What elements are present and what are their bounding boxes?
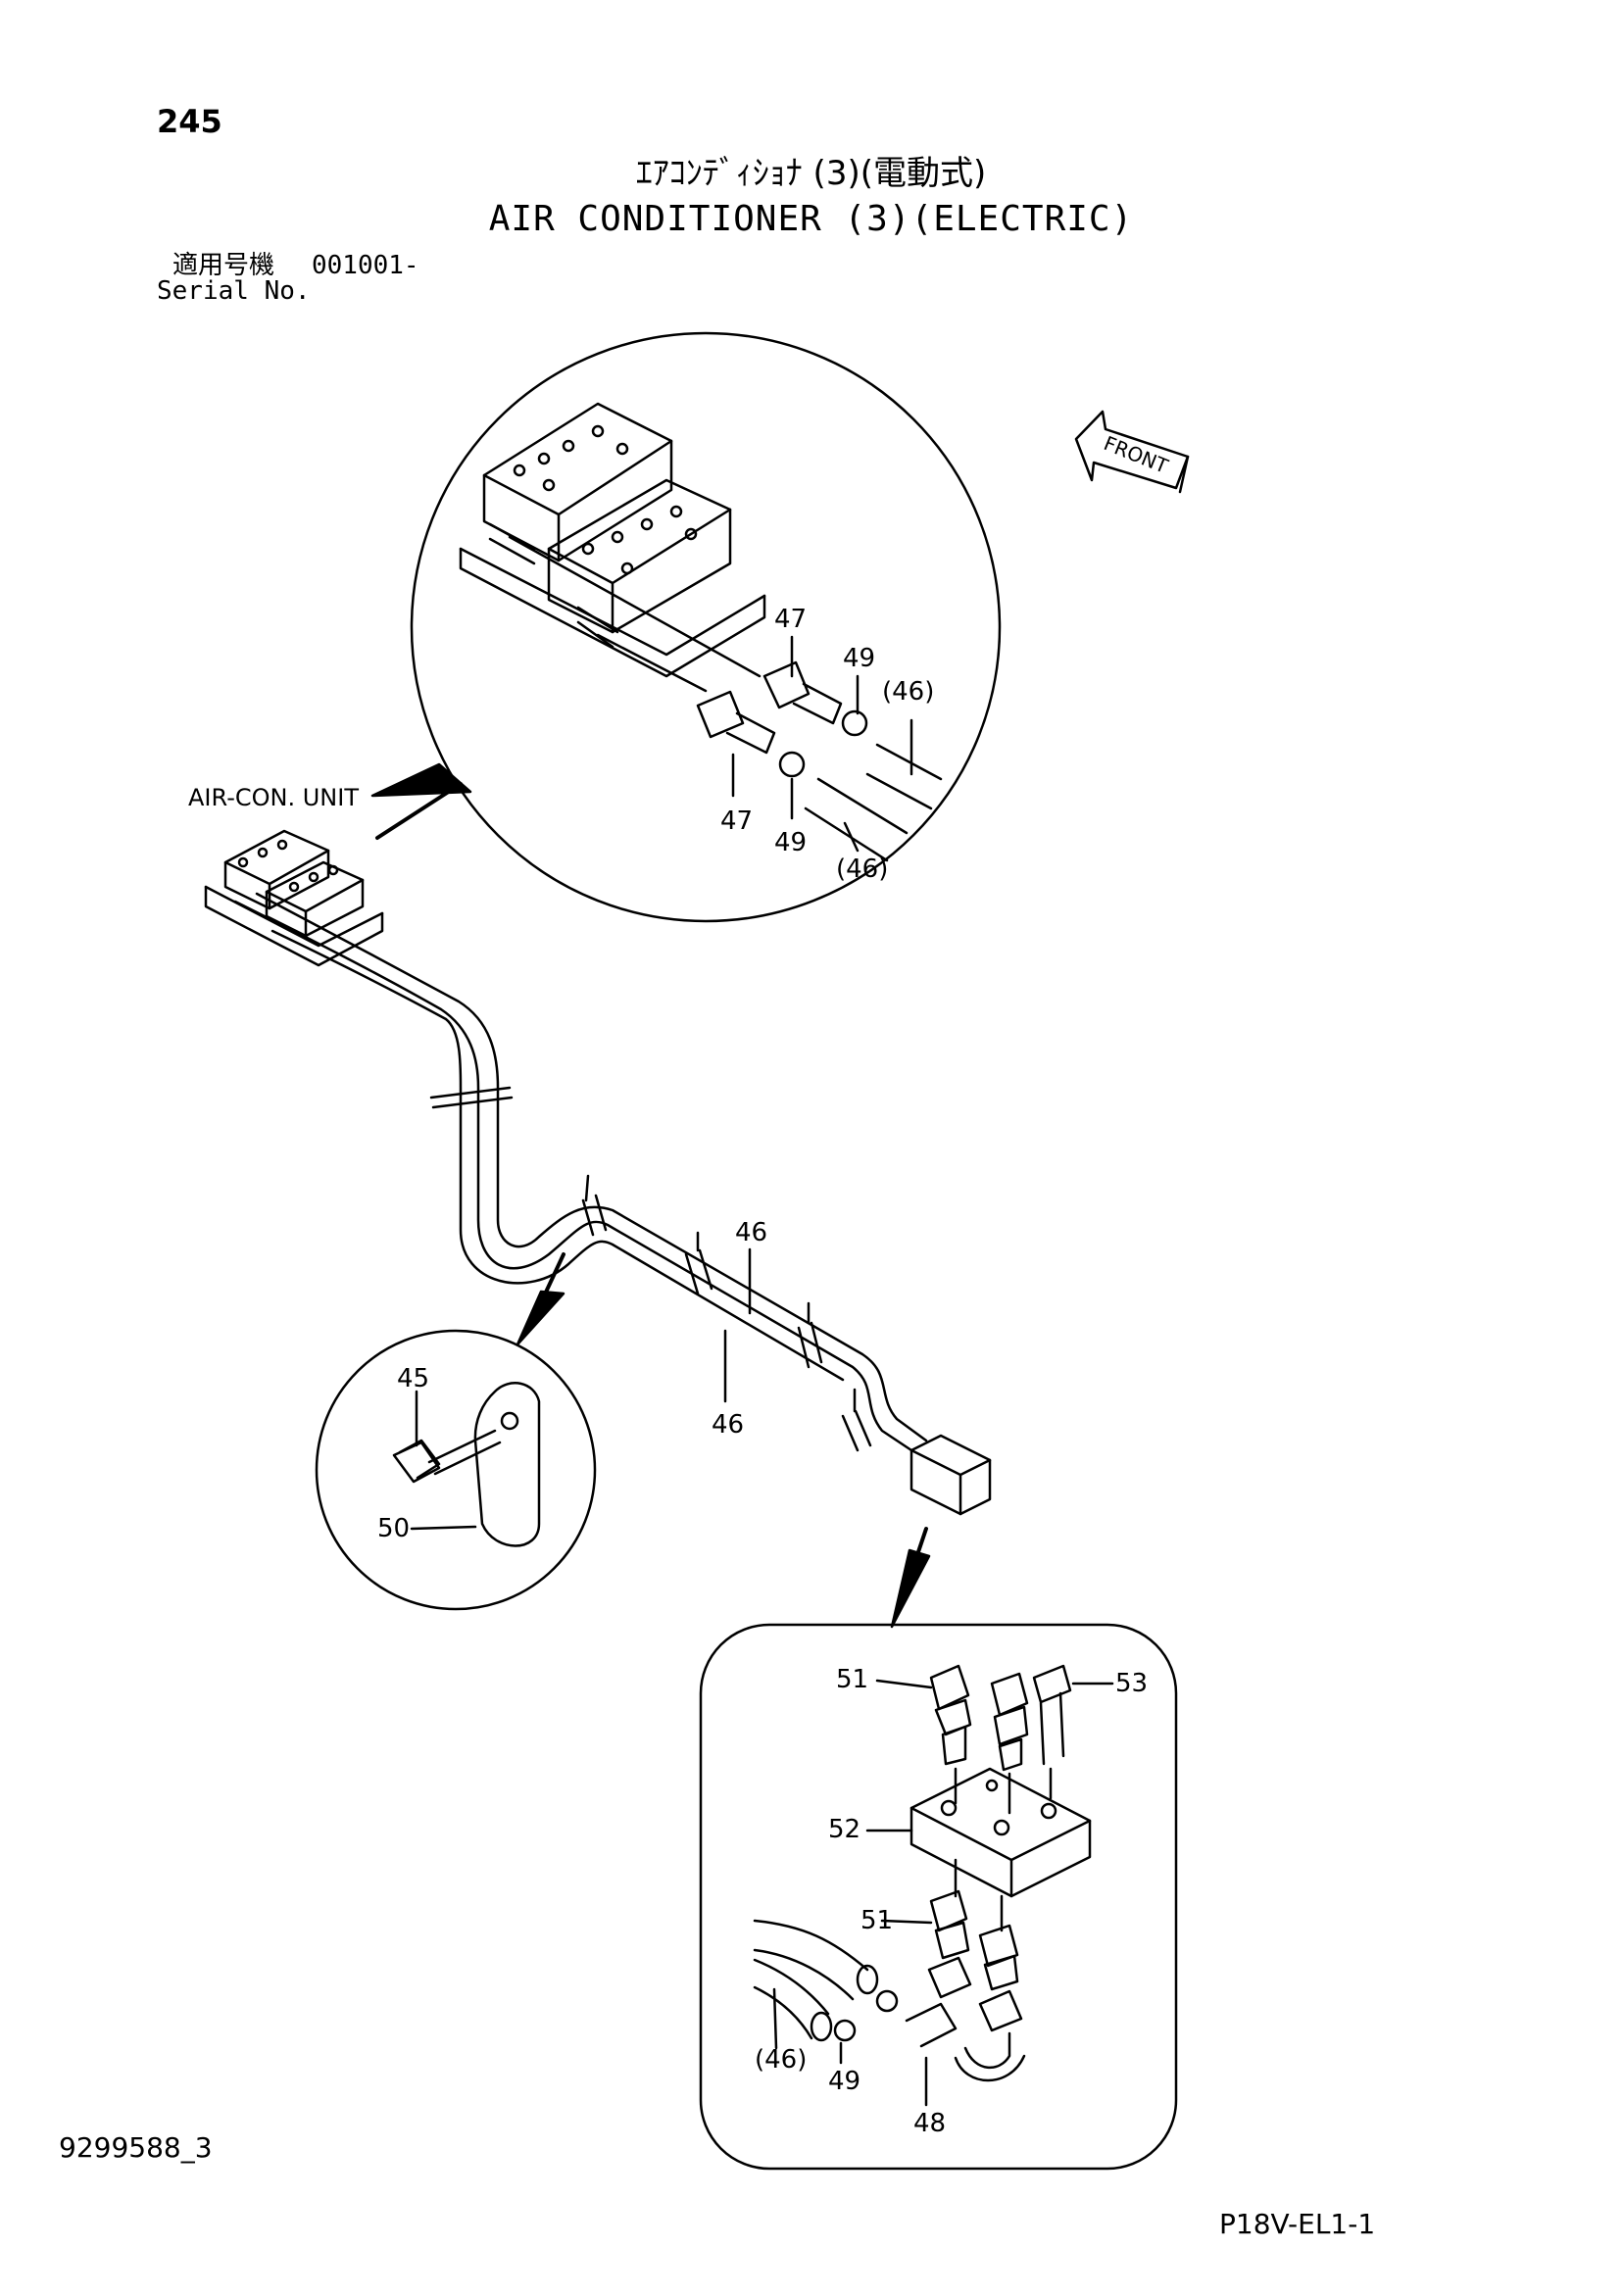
callout-49-bottom: 49 xyxy=(828,2067,860,2096)
callout-46-upper: (46) xyxy=(882,677,934,707)
pointer-arrow-top xyxy=(370,762,472,798)
callout-50: 50 xyxy=(377,1514,410,1543)
detail-box-bottom xyxy=(699,1623,1178,2171)
elbow-48-icon xyxy=(905,1956,1026,2082)
fitting-47-lower xyxy=(696,690,776,755)
callout-51-upper: 51 xyxy=(836,1665,868,1694)
connector-box xyxy=(909,1434,992,1516)
callout-49-lower: 49 xyxy=(774,828,807,857)
hose-46-main xyxy=(233,892,928,1452)
hose-46-top-detail xyxy=(804,743,943,862)
callout-45: 45 xyxy=(397,1364,429,1393)
clip-50-icon xyxy=(473,1382,541,1547)
title-english: AIR CONDITIONER (3)(ELECTRIC) xyxy=(488,199,1134,239)
clamp-49-bottom-a xyxy=(875,1989,899,2013)
callout-49-upper: 49 xyxy=(843,644,875,673)
bolt-45-icon xyxy=(392,1429,502,1484)
fitting-51-lower xyxy=(929,1889,970,1960)
aircon-unit-detail-top xyxy=(459,402,766,693)
fitting-51-upper xyxy=(929,1664,972,1766)
front-arrow-icon: FRONT xyxy=(1074,410,1190,494)
callout-48: 48 xyxy=(913,2109,946,2138)
detail-circle-top xyxy=(410,331,1002,923)
callout-46-main-a: 46 xyxy=(735,1218,767,1247)
page-code: P18V-EL1-1 xyxy=(1219,2208,1376,2240)
serial-label-japanese: 適用号機 xyxy=(172,251,275,280)
pointer-arrow-left xyxy=(516,1290,565,1346)
callout-52: 52 xyxy=(828,1815,860,1844)
hose-46-bottom-detail xyxy=(753,1919,879,2042)
callout-53: 53 xyxy=(1115,1669,1148,1698)
page-number: 245 xyxy=(157,103,222,140)
aircon-unit-main xyxy=(204,829,384,967)
callout-46-bottom: (46) xyxy=(755,2045,807,2075)
pointer-arrow-bottom xyxy=(890,1548,931,1629)
serial-value: 001001- xyxy=(312,251,419,280)
clamp-49-upper xyxy=(841,709,868,737)
callout-51-lower: 51 xyxy=(860,1906,893,1935)
document-number: 9299588_3 xyxy=(59,2131,213,2164)
detail-circle-left xyxy=(315,1329,597,1611)
callout-46-main-b: 46 xyxy=(712,1410,744,1440)
clamp-49-bottom-b xyxy=(833,2019,857,2042)
fitting-center-lower xyxy=(978,1924,1019,1991)
block-52 xyxy=(909,1767,1092,1898)
title-japanese: ｴｱｺﾝﾃﾞｨｼｮﾅ (3)(電動式) xyxy=(635,154,987,193)
serial-label-english: Serial No. xyxy=(157,276,311,306)
fitting-47-upper xyxy=(762,660,843,725)
callout-47-lower: 47 xyxy=(720,806,753,836)
bolt-53-icon xyxy=(1032,1664,1072,1766)
callout-46-lower: (46) xyxy=(836,855,888,884)
air-con-unit-label: AIR-CON. UNIT xyxy=(188,784,359,811)
fitting-center-upper xyxy=(990,1672,1029,1772)
callout-47-upper: 47 xyxy=(774,605,807,634)
clamp-49-lower xyxy=(778,751,806,778)
